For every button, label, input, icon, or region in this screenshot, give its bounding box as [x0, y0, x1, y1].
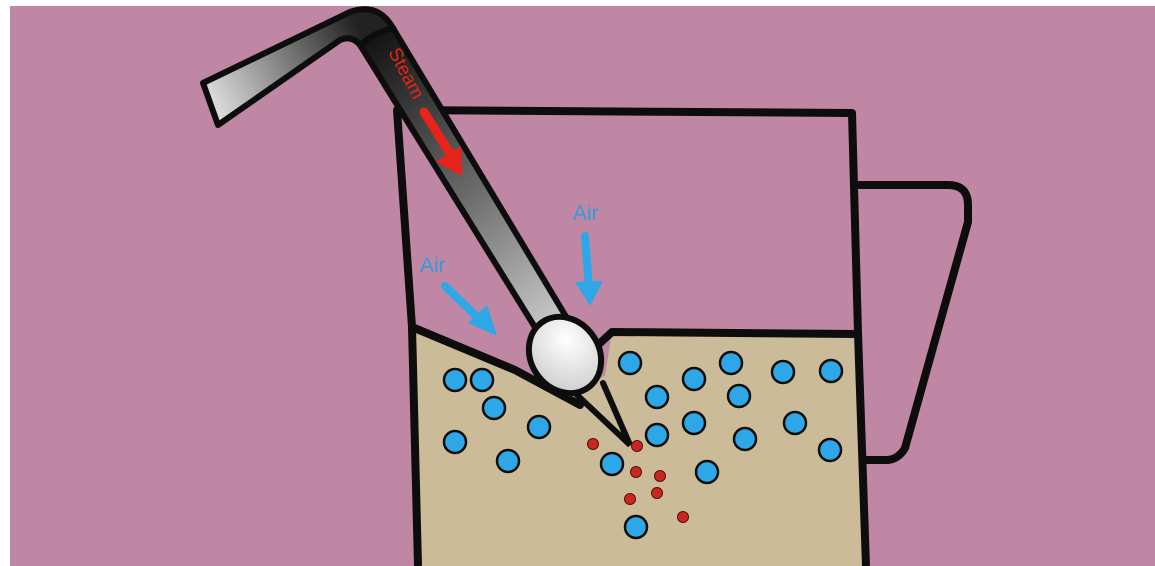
air-bubble — [820, 360, 842, 382]
air-bubble — [601, 453, 623, 475]
steam-bubble — [631, 467, 642, 478]
steam-bubble — [678, 512, 689, 523]
steam-bubble — [632, 441, 643, 452]
air-bubble — [444, 369, 466, 391]
air-bubble — [728, 385, 750, 407]
air-bubble — [772, 361, 794, 383]
air-label-left: Air — [420, 254, 446, 277]
air-label-right: Air — [573, 202, 599, 225]
air-bubble — [784, 412, 806, 434]
steam-bubble — [588, 439, 599, 450]
steam-bubble — [655, 471, 666, 482]
air-bubble — [528, 416, 550, 438]
air-bubble — [646, 386, 668, 408]
air-bubble — [619, 352, 641, 374]
air-bubble — [646, 424, 668, 446]
air-bubble — [819, 439, 841, 461]
air-bubble — [625, 516, 647, 538]
air-bubble — [497, 450, 519, 472]
air-bubble — [683, 412, 705, 434]
air-bubble — [444, 431, 466, 453]
air-bubble — [734, 428, 756, 450]
air-bubble — [471, 369, 493, 391]
steam-bubble — [625, 494, 636, 505]
steam-bubble — [652, 488, 663, 499]
air-bubble — [696, 461, 718, 483]
air-bubble — [720, 352, 742, 374]
air-bubble — [683, 368, 705, 390]
air-bubble — [483, 397, 505, 419]
